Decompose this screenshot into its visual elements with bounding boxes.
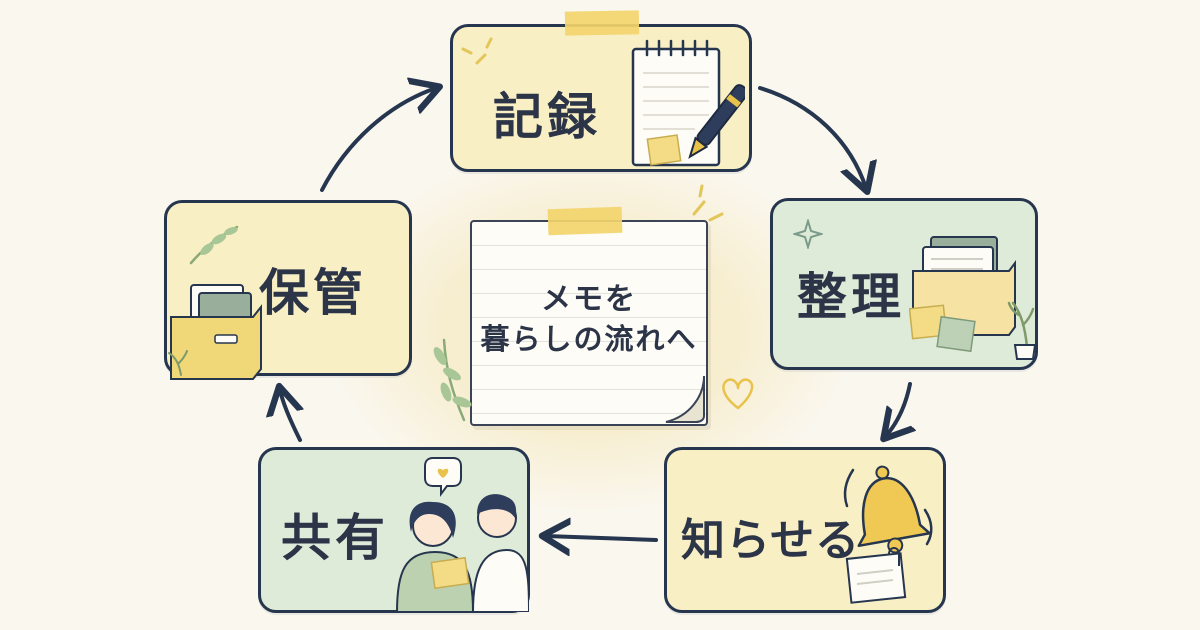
- card-label-share: 共有: [281, 509, 389, 567]
- card-organize: 整理: [770, 198, 1038, 370]
- leaf-branch-icon: [433, 338, 472, 422]
- arrow-record-to-organize: [758, 86, 866, 188]
- notepad-pen-icon: [631, 39, 745, 167]
- center-note-line1: メモを: [541, 282, 637, 317]
- file-box-icon: [909, 236, 1037, 360]
- heart-icon: [722, 378, 754, 410]
- card-label-notify: 知らせる: [681, 515, 861, 566]
- storage-box-icon: [168, 284, 262, 380]
- sparkle-icon: [793, 219, 823, 249]
- card-record: 記録: [450, 10, 752, 172]
- arrow-store-to-record: [320, 88, 436, 192]
- center-note: メモを 暮らしの流れへ: [470, 220, 708, 426]
- bell-icon: [843, 465, 933, 604]
- card-share: 共有: [258, 447, 530, 613]
- card-label-record: 記録: [493, 88, 601, 146]
- leaf-sprig-icon: [189, 225, 239, 265]
- arrow-share-to-store: [280, 390, 300, 442]
- card-label-store: 保管: [259, 264, 367, 322]
- arrow-organize-to-notify: [886, 382, 910, 436]
- card-label-organize: 整理: [797, 268, 905, 326]
- sparkle-icon: [461, 37, 493, 65]
- card-notify: 知らせる: [664, 447, 946, 613]
- center-note-line2: 暮らしの流れへ: [480, 322, 698, 356]
- two-people-icon: [395, 457, 529, 612]
- sparkle-icon: [692, 184, 724, 222]
- arrow-notify-to-share: [546, 536, 658, 540]
- page-curl-icon: [665, 375, 705, 423]
- card-store: 保管: [164, 200, 412, 380]
